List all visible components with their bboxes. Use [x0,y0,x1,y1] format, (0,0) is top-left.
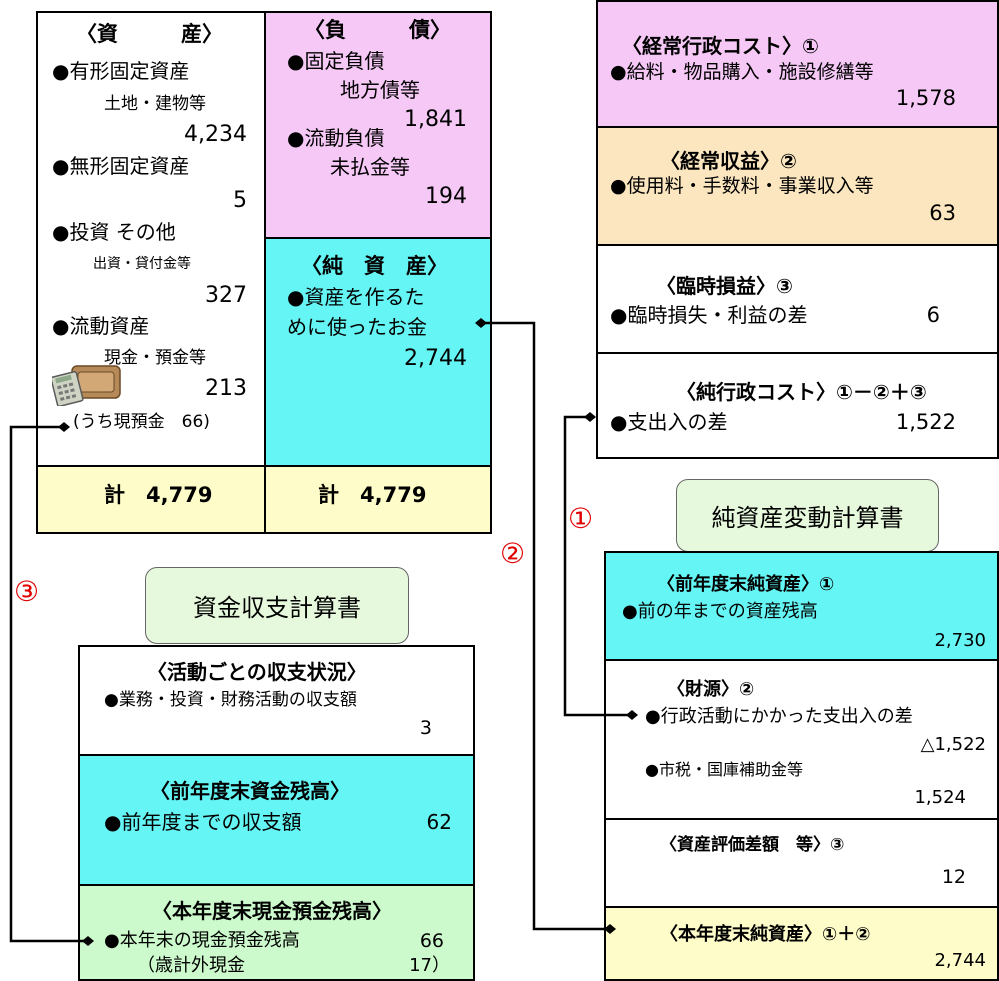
connector-one-end-diamond [626,710,638,720]
investments-sub: 出資・貸付金等 [93,256,191,272]
net-cost-box [596,352,999,459]
connector-two-start-diamond [475,318,487,328]
connector-three-end-diamond [82,936,94,946]
current-liabilities-value: 194 [425,184,467,209]
net-cost-text: ●支出入の差 [610,410,728,434]
current-balance-note: （歳計外現金 [137,955,245,976]
current-balance-box [78,884,475,981]
tangible-assets-value: 4,234 [184,122,247,147]
source-header: 〈財源〉② [667,679,755,700]
connector-two-end-diamond [604,924,616,934]
connector-two-line [481,321,610,931]
ordinary-cost-text: ●給料・物品購入・施設修繕等 [610,61,874,83]
connector-three-line [9,425,88,943]
activity-header: 〈活動ごとの収支状況〉 [147,660,367,684]
prev-net-assets-text: ●前の年までの資産残高 [622,601,818,622]
current-balance-value: 66 [419,930,444,952]
ordinary-revenue-text: ●使用料・手数料・事業収入等 [610,175,874,197]
source-text1: ●行政活動にかかった支出入の差 [645,706,913,727]
source-value2: 1,524 [914,787,966,808]
prev-net-assets-value: 2,730 [934,630,986,651]
assets-total: 計 4,779 [104,483,213,507]
activity-text: ●業務・投資・財務活動の収支額 [104,690,357,710]
connector-one-start-diamond [584,412,596,422]
investments-label: ●投資 その他 [52,220,176,244]
fixed-liabilities-value: 1,841 [404,107,467,132]
ordinary-revenue-value: 63 [929,201,956,225]
net-cost-value: 1,522 [895,410,956,434]
net-assets-value: 2,744 [404,346,467,371]
connector-one-line [563,415,632,717]
net-assets-total-cell [264,465,492,534]
net-assets-total: 計 4,779 [318,483,427,507]
extraordinary-box [596,244,999,354]
current-assets-sub: 現金・預金等 [104,348,206,368]
connector-two-label: ② [500,537,526,570]
ordinary-cost-value: 1,578 [895,86,956,110]
prev-net-assets-header: 〈前年度末純資産〉① [657,574,835,595]
source-value1: △1,522 [920,734,986,755]
prev-balance-header: 〈前年度末資金残高〉 [150,779,350,803]
source-box [604,659,999,820]
prev-balance-value: 62 [426,810,452,834]
extraordinary-value: 6 [926,303,940,327]
ordinary-revenue-header: 〈経常収益〉② [660,149,797,173]
net-cost-header: 〈純行政コスト〉①－②＋③ [676,380,927,404]
current-liabilities-sub: 未払金等 [330,155,410,179]
assets-header: 〈資 産〉 [76,22,223,46]
fixed-liabilities-sub: 地方債等 [340,78,420,102]
intangible-assets-label: ●無形固定資産 [52,154,190,178]
current-net-assets-value: 2,744 [934,950,986,971]
valuation-value: 12 [941,866,966,888]
ordinary-cost-header: 〈経常行政コスト〉① [622,34,819,58]
extraordinary-header: 〈臨時損益〉③ [656,274,793,298]
liabilities-panel [264,11,492,239]
activity-value: 3 [419,717,432,739]
net-assets-line1: ●資産を作るた [287,285,425,309]
current-net-assets-box [604,906,999,981]
connector-three-label: ③ [14,575,40,608]
net-asset-change-title: 純資産変動計算書 [676,479,939,552]
prev-balance-text: ●前年度までの収支額 [104,810,302,834]
liabilities-header: 〈負 債〉 [304,18,451,42]
net-assets-header: 〈純 資 産〉 [301,254,448,278]
connector-one-label: ① [568,502,594,535]
current-balance-note-value: 17） [409,955,450,976]
cash-deposit-note: (うち現預金 66) [73,412,210,432]
current-net-assets-header: 〈本年度末純資産〉①＋② [660,924,871,945]
investments-value: 327 [205,283,247,308]
fixed-liabilities-label: ●固定負債 [287,49,385,73]
net-assets-line2: めに使ったお金 [287,315,427,339]
ordinary-cost-box [596,0,999,128]
current-assets-value: 213 [205,376,247,401]
cash-flow-title: 資金収支計算書 [145,567,409,644]
current-balance-header: 〈本年度末現金預金残高〉 [152,899,392,923]
source-text2: ●市税・国庫補助金等 [645,760,803,779]
wallet-calculator-icon [52,360,124,406]
current-liabilities-label: ●流動負債 [287,126,385,150]
current-balance-text: ●本年末の現金預金残高 [104,930,300,951]
current-assets-label: ●流動資産 [52,314,150,338]
tangible-assets-label: ●有形固定資産 [52,59,190,83]
tangible-assets-sub: 土地・建物等 [104,94,206,114]
extraordinary-text: ●臨時損失・利益の差 [610,303,808,327]
intangible-assets-value: 5 [233,188,247,213]
valuation-header: 〈資産評価差額 等〉③ [660,835,845,855]
connector-three-start-diamond [58,422,70,432]
